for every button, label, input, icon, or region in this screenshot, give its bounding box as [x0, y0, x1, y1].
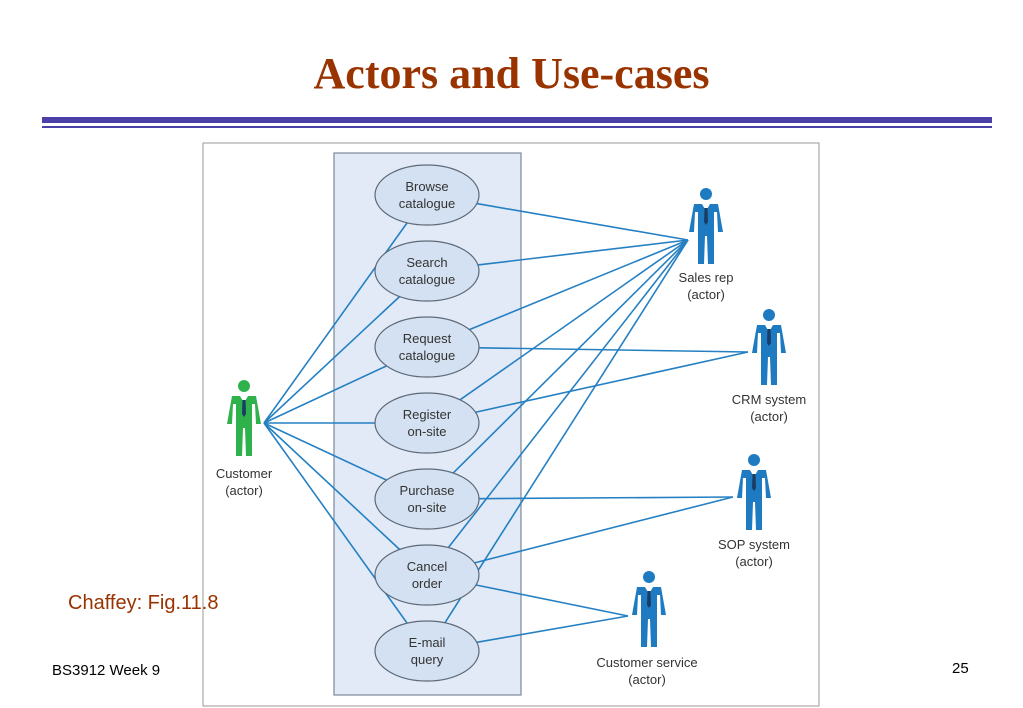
use-case-ellipse: [374, 164, 480, 226]
actor-name: CRM system: [732, 392, 806, 407]
association-line-sales-browse: [476, 202, 689, 241]
actors: Customer(actor)Sales rep(actor)CRM syste…: [216, 188, 806, 687]
actor-name: SOP system: [718, 537, 790, 552]
use-case-purchase: Purchase on-site: [374, 468, 480, 530]
association-line-sales-cancel: [447, 239, 689, 549]
association-line-sales-purchase: [452, 239, 689, 474]
association-line-crm-register: [475, 351, 749, 414]
use-case-ellipse: [374, 392, 480, 454]
association-line-sop-cancel: [474, 496, 734, 564]
use-case-email: E-mail query: [374, 620, 480, 682]
actor-sales: Sales rep (actor): [679, 188, 734, 302]
actor-role: (actor): [750, 409, 788, 424]
use-case-label-line2: catalogue: [399, 348, 455, 363]
association-line-service-cancel: [475, 584, 629, 617]
association-line-customer-request: [263, 365, 387, 424]
use-case-label-line1: E-mail: [409, 635, 446, 650]
title-rule-thin: [42, 126, 992, 128]
person-icon: [737, 454, 771, 530]
use-case-ellipse: [374, 544, 480, 606]
use-case-label-line2: catalogue: [399, 272, 455, 287]
footer-course: BS3912 Week 9: [52, 662, 161, 679]
person-icon: [632, 571, 666, 647]
use-case-label-line1: Browse: [405, 179, 448, 194]
actor-role: (actor): [225, 483, 263, 498]
actor-name: Sales rep: [679, 270, 734, 285]
use-case-ellipse: [374, 468, 480, 530]
use-case-label-line2: on-site: [407, 424, 446, 439]
association-lines: [263, 202, 749, 644]
person-icon: [227, 380, 261, 456]
association-line-customer-cancel: [263, 422, 401, 551]
association-line-service-email: [476, 615, 629, 644]
actor-role: (actor): [735, 554, 773, 569]
use-case-label-line2: on-site: [407, 500, 446, 515]
figure-caption: Chaffey: Fig.11.8: [68, 592, 219, 614]
use-case-label-line2: query: [411, 652, 444, 667]
association-line-sales-register: [459, 239, 689, 401]
use-case-browse: Browse catalogue: [374, 164, 480, 226]
person-icon: [752, 309, 786, 385]
actor-customer: Customer (actor): [216, 380, 273, 498]
association-line-sop-purchase: [478, 496, 734, 500]
use-case-search: Search catalogue: [374, 240, 480, 302]
use-case-label-line2: catalogue: [399, 196, 455, 211]
use-case-cancel: Cancel order: [374, 544, 480, 606]
actor-sop: SOP system (actor): [718, 454, 790, 569]
actor-service: Customer service (actor): [596, 571, 698, 687]
actor-crm: CRM system (actor): [732, 309, 806, 424]
slide-title: Actors and Use-cases: [313, 49, 710, 98]
association-line-sales-search: [477, 239, 689, 266]
actor-role: (actor): [628, 672, 666, 687]
use-case-label-line1: Purchase: [400, 483, 455, 498]
use-case-register: Register on-site: [374, 392, 480, 454]
use-case-label-line1: Search: [406, 255, 447, 270]
association-line-customer-purchase: [263, 422, 387, 481]
use-case-ellipse: [374, 620, 480, 682]
page-number: 25: [952, 660, 969, 677]
use-case-label-line1: Request: [403, 331, 452, 346]
use-case-label-line1: Cancel: [407, 559, 448, 574]
actor-name: Customer service: [596, 655, 697, 670]
association-line-sales-request: [469, 239, 689, 331]
association-line-customer-search: [263, 295, 401, 424]
use-cases: BrowsecatalogueSearchcatalogueRequestcat…: [374, 164, 480, 682]
actor-role: (actor): [687, 287, 725, 302]
title-rule-thick: [42, 117, 992, 123]
use-case-ellipse: [374, 316, 480, 378]
use-case-request: Request catalogue: [374, 316, 480, 378]
actor-name: Customer: [216, 466, 273, 481]
use-case-label-line1: Register: [403, 407, 452, 422]
use-case-label-line2: order: [412, 576, 443, 591]
association-line-sales-email: [444, 239, 689, 624]
association-line-crm-request: [478, 347, 749, 353]
use-case-ellipse: [374, 240, 480, 302]
person-icon: [689, 188, 723, 264]
